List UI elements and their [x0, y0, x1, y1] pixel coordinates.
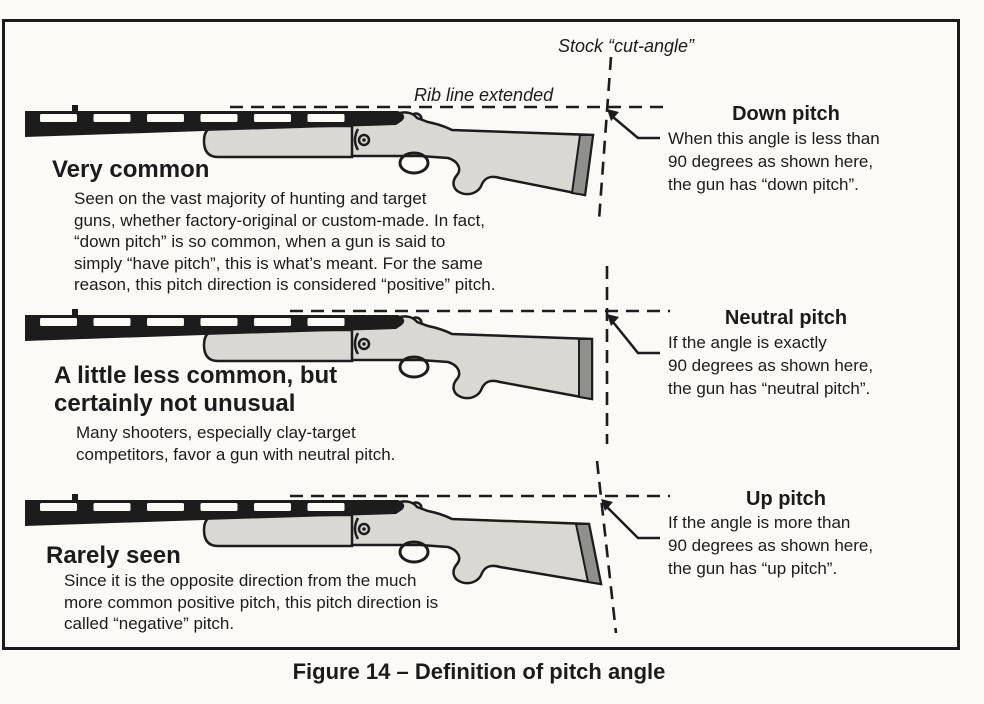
pitch-body-up: If the angle is more than 90 degrees as …: [668, 513, 874, 578]
frequency-heading-up: Rarely seen: [46, 542, 181, 569]
frequency-body-neutral: Many shooters, especially clay-target co…: [76, 423, 396, 464]
frequency-heading-down: Very common: [52, 156, 210, 183]
rib-line-extended-label: Rib line extended: [414, 85, 554, 105]
pitch-body-neutral: If the angle is exactly 90 degrees as sh…: [668, 333, 874, 398]
pitch-heading-neutral: Neutral pitch: [724, 307, 848, 329]
pitch-body-down: When this angle is less than 90 degrees …: [668, 129, 880, 194]
stock-cut-angle-label: Stock “cut-angle”: [557, 36, 695, 56]
figure-border: [2, 19, 960, 650]
pitch-heading-up: Up pitch: [746, 488, 826, 510]
frequency-heading-neutral: A little less common, but certainly not …: [54, 362, 338, 417]
pitch-heading-down: Down pitch: [732, 103, 840, 125]
frequency-body-up: Since it is the opposite direction from …: [64, 571, 439, 633]
frequency-body-down: Seen on the vast majority of hunting and…: [74, 189, 496, 294]
figure-caption: Figure 14 – Definition of pitch angle: [292, 659, 666, 684]
